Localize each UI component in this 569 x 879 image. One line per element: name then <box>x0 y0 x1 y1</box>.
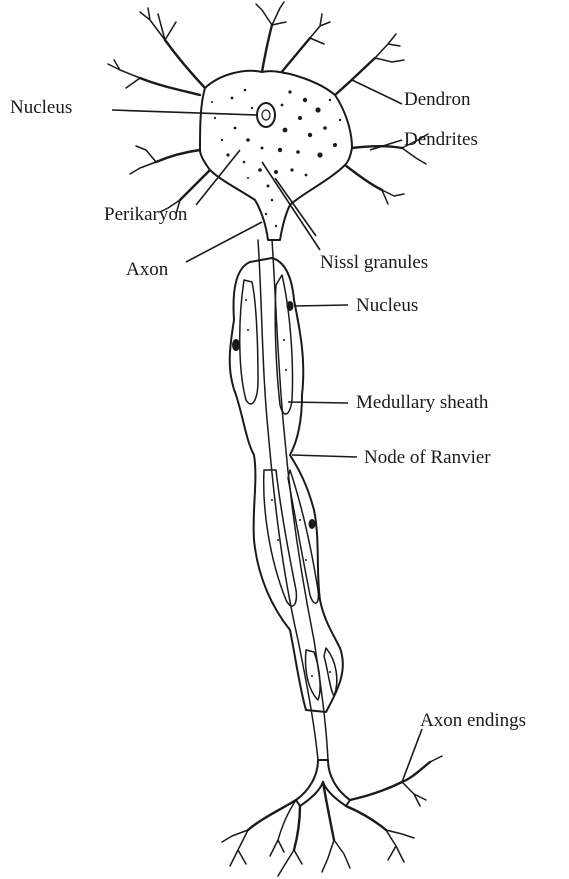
cell-body <box>200 71 352 240</box>
label-nucleus-cell: Nucleus <box>10 97 72 118</box>
label-dendron: Dendron <box>404 89 471 110</box>
label-dendrites: Dendrites <box>404 129 478 150</box>
label-axon-endings: Axon endings <box>420 710 526 731</box>
axon-endings-drawing <box>222 756 442 876</box>
label-axon: Axon <box>126 259 169 280</box>
label-perikaryon: Perikaryon <box>104 204 188 225</box>
label-medullary-sheath: Medullary sheath <box>356 392 489 413</box>
label-node-of-ranvier: Node of Ranvier <box>364 447 491 468</box>
axon-drawing <box>230 240 343 760</box>
label-nucleus-sheath: Nucleus <box>356 295 418 316</box>
label-nissl-granules: Nissl granules <box>320 252 428 273</box>
cell-nucleus <box>257 103 275 127</box>
